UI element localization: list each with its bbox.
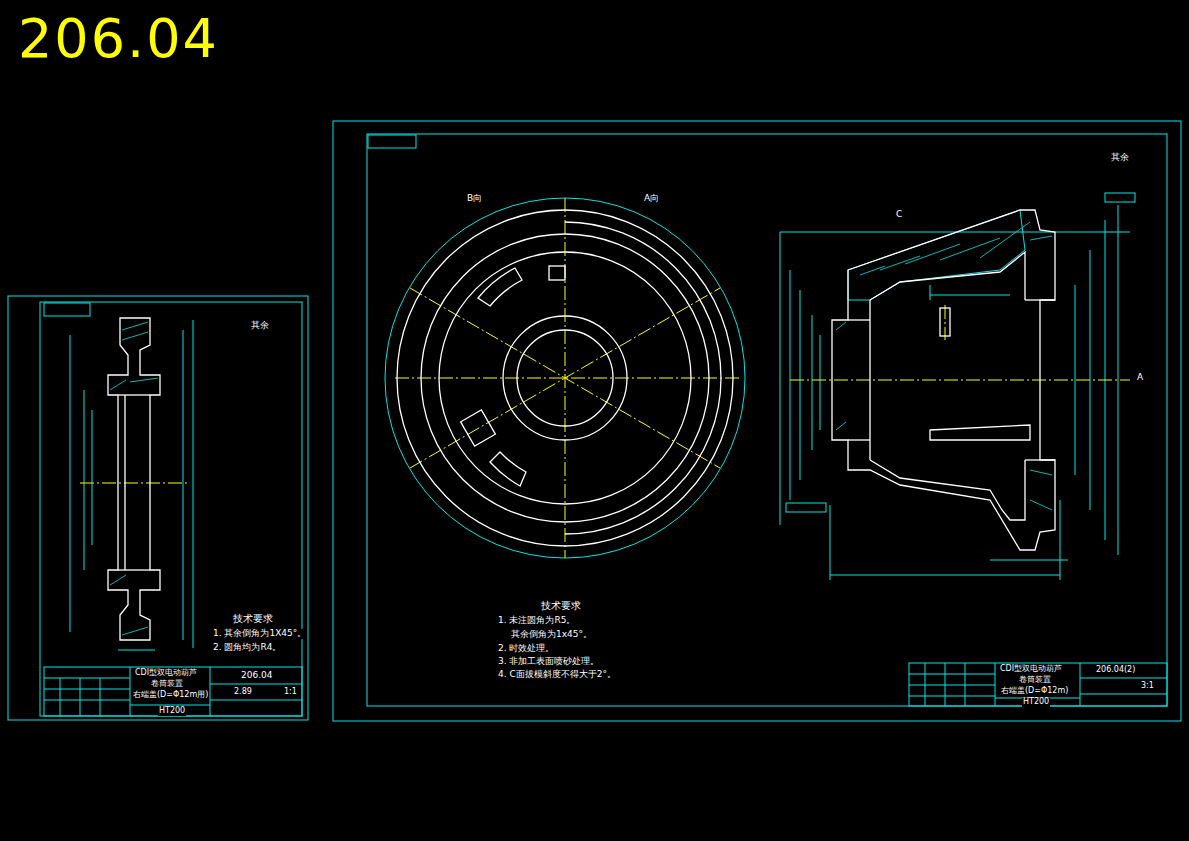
view-label: B向 bbox=[466, 194, 483, 204]
title-block-cell: HT200 bbox=[1022, 698, 1050, 707]
tech-note: 2. 圆角均为R4。 bbox=[212, 643, 282, 653]
title-block-cell: HT200 bbox=[158, 707, 186, 716]
title-block-cell: CDI型双电动葫芦 bbox=[134, 669, 198, 678]
view-label: A bbox=[1136, 373, 1144, 383]
tech-note: 4. C面拔模斜度不得大于2°。 bbox=[497, 670, 617, 680]
tech-note: 2. 时效处理。 bbox=[497, 644, 555, 654]
title-block-cell: 2.89 bbox=[233, 688, 253, 697]
tech-note: 3. 非加工表面喷砂处理。 bbox=[497, 657, 600, 667]
tech-note: 其余倒角为1x45°。 bbox=[510, 630, 593, 640]
title-block-cell: 1:1 bbox=[283, 688, 298, 697]
tech-note: 1. 其余倒角为1X45°。 bbox=[212, 629, 307, 639]
title-block-cell: 卷筒装置 bbox=[1018, 676, 1052, 685]
tech-note: 1. 未注圆角为R5。 bbox=[497, 616, 576, 626]
title-block-cell: 3:1 bbox=[1140, 682, 1155, 691]
title-block-cell: 右端盖(D=Φ12m) bbox=[1000, 687, 1069, 696]
surface-label: C bbox=[895, 210, 903, 220]
note-heading: 技术要求 bbox=[540, 600, 582, 611]
title-block-cell: 卷筒装置 bbox=[150, 680, 184, 689]
title-block-cell: 右端盖(D=Φ12m用) bbox=[132, 691, 209, 700]
roughness-note: 其余 bbox=[1110, 153, 1130, 163]
roughness-note: 其余 bbox=[250, 321, 270, 331]
title-block-cell: 206.04(2) bbox=[1095, 666, 1136, 675]
view-label: A向 bbox=[643, 194, 660, 204]
title-block-cell: 206.04 bbox=[240, 671, 274, 681]
note-heading: 技术要求 bbox=[232, 613, 274, 624]
title-block-cell: CDI型双电动葫芦 bbox=[999, 665, 1063, 674]
drawing-number-title: 206.04 bbox=[18, 12, 219, 66]
